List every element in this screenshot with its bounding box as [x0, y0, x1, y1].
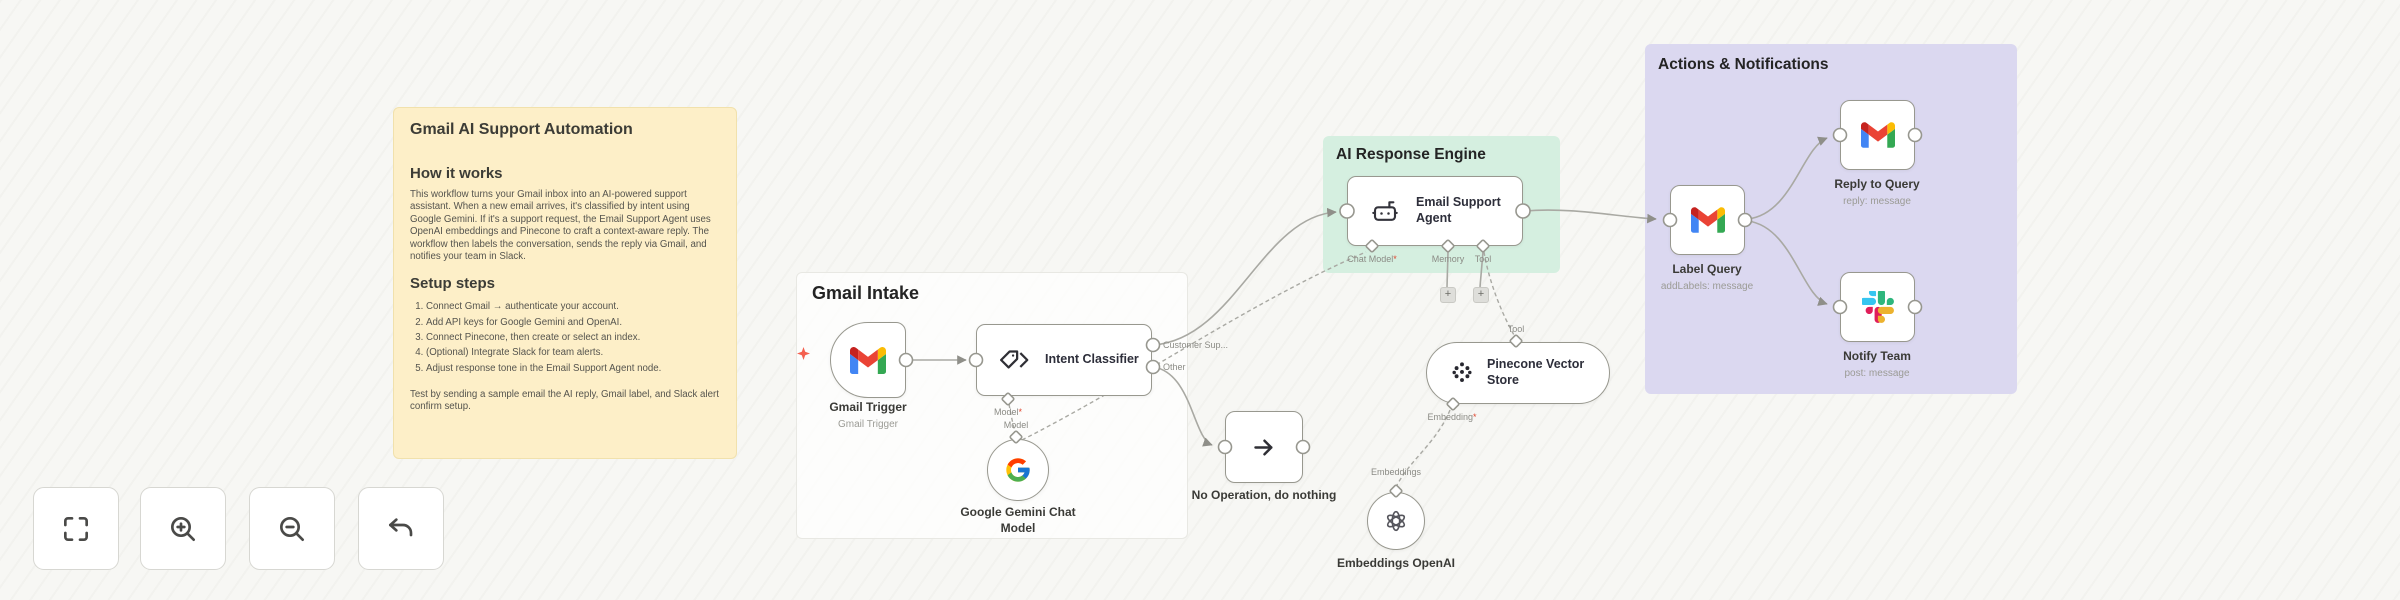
- port-label-intent-model: Model*: [993, 407, 1023, 417]
- gemini-label: Google Gemini Chat Model: [960, 505, 1076, 535]
- pinecone-title: Pinecone Vector Store: [1487, 357, 1585, 387]
- reply-to-query-label: Reply to Query reply: message: [1834, 177, 1920, 207]
- slack-icon: [1861, 291, 1894, 323]
- setup-step: Adjust response tone in the Email Suppor…: [426, 361, 720, 376]
- gmail-trigger-label: Gmail Trigger Gmail Trigger: [829, 400, 907, 430]
- openai-label: Embeddings OpenAI: [1336, 556, 1455, 570]
- node-intent-classifier[interactable]: Intent Classifier: [976, 324, 1152, 396]
- zoom-in-icon: [171, 516, 195, 541]
- robot-icon: [1372, 201, 1398, 221]
- port-label-other: Other: [1163, 362, 1186, 372]
- arrow-right-icon: [1253, 439, 1272, 455]
- node-label-query[interactable]: [1670, 185, 1745, 255]
- gmail-icon: [1860, 122, 1895, 148]
- section-actions-title: Actions & Notifications: [1658, 56, 1829, 73]
- sticky-how-heading: How it works: [410, 165, 503, 182]
- sticky-note-overview[interactable]: Gmail AI Support Automation How it works…: [393, 107, 737, 459]
- zoom-out-icon: [280, 516, 304, 541]
- section-gmail-intake[interactable]: [796, 272, 1188, 539]
- notify-team-label: Notify Team post: message: [1843, 349, 1911, 379]
- fit-view-icon: [63, 516, 88, 541]
- label-query-label: Label Query addLabels: message: [1660, 262, 1754, 292]
- node-email-support-agent[interactable]: Email Support Agent: [1347, 176, 1523, 246]
- node-google-gemini-chat-model[interactable]: [987, 439, 1049, 501]
- setup-step: Connect Gmail → authenticate your accoun…: [426, 299, 720, 314]
- sticky-setup-heading: Setup steps: [410, 275, 496, 293]
- node-no-operation[interactable]: [1225, 411, 1303, 483]
- port-label-memory: Memory: [1431, 254, 1465, 264]
- noop-label: No Operation, do nothing: [1191, 488, 1337, 502]
- setup-step: (Optional) Integrate Slack for team aler…: [426, 345, 720, 360]
- intent-classifier-title: Intent Classifier: [1045, 352, 1139, 367]
- sticky-how-body: This workflow turns your Gmail inbox int…: [410, 189, 711, 263]
- section-ai-engine-title: AI Response Engine: [1336, 146, 1486, 163]
- port-label-pinecone-tool: Tool: [1507, 324, 1525, 334]
- add-memory-button[interactable]: +: [1440, 287, 1456, 303]
- node-reply-to-query[interactable]: [1840, 100, 1915, 170]
- tag-classifier-icon: [1000, 350, 1029, 369]
- port-label-customer-support: Customer Sup...: [1163, 340, 1229, 350]
- add-tool-button[interactable]: +: [1473, 287, 1489, 303]
- sticky-title: Gmail AI Support Automation: [410, 121, 633, 138]
- node-gmail-trigger[interactable]: [830, 322, 906, 398]
- setup-step: Connect Pinecone, then create or select …: [426, 330, 720, 345]
- port-label-gemini-model: Model: [1003, 420, 1029, 430]
- port-label-chat-model: Chat Model*: [1347, 254, 1397, 264]
- node-embeddings-openai[interactable]: [1367, 492, 1425, 550]
- pinecone-icon: [1452, 362, 1472, 382]
- sticky-footer: Test by sending a sample email the AI re…: [410, 389, 719, 413]
- port-label-tool: Tool: [1474, 254, 1492, 264]
- gmail-icon: [850, 346, 886, 374]
- port-label-embedding: Embedding*: [1427, 412, 1477, 422]
- section-gmail-intake-title: Gmail Intake: [812, 283, 920, 303]
- zoom-in-button[interactable]: [140, 487, 226, 570]
- node-pinecone-vector-store[interactable]: Pinecone Vector Store: [1426, 342, 1610, 404]
- zoom-out-button[interactable]: [249, 487, 335, 570]
- agent-title: Email Support Agent: [1416, 195, 1501, 225]
- undo-button[interactable]: [358, 487, 444, 570]
- node-notify-team[interactable]: [1840, 272, 1915, 342]
- fit-view-button[interactable]: [33, 487, 119, 570]
- sticky-setup-steps: Connect Gmail → authenticate your accoun…: [410, 299, 720, 376]
- port-label-embeddings: Embeddings: [1370, 467, 1422, 477]
- gmail-icon: [1690, 207, 1725, 233]
- undo-icon: [389, 517, 413, 536]
- openai-icon: [1386, 510, 1406, 532]
- google-g-icon: [1006, 458, 1030, 482]
- setup-step: Add API keys for Google Gemini and OpenA…: [426, 315, 720, 330]
